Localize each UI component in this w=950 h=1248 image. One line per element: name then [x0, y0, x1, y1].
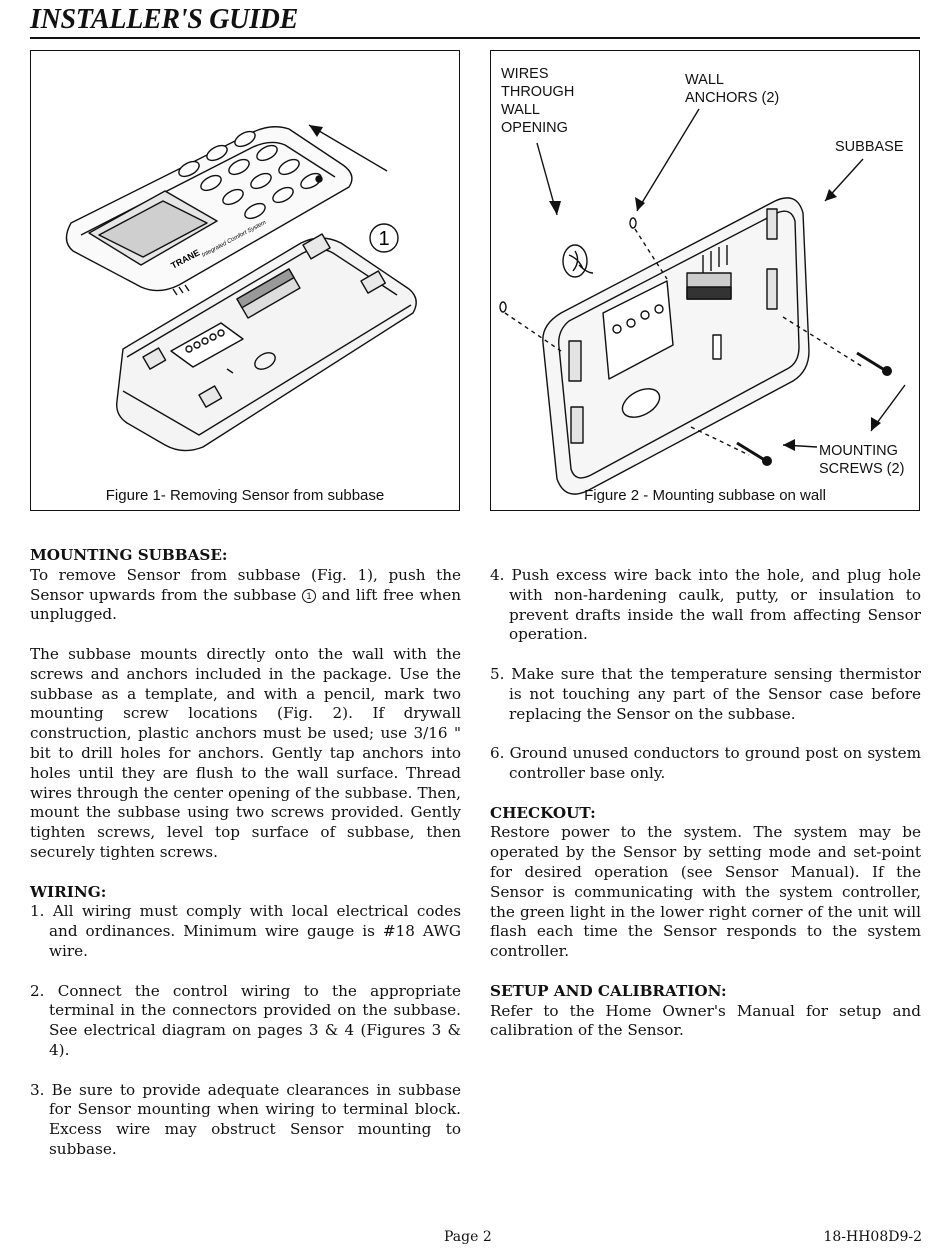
- wiring-item-2: 2. Connect the control wiring to the app…: [30, 981, 461, 1059]
- mounting-paragraph-1: To remove Sensor from subbase (Fig. 1), …: [30, 565, 462, 624]
- label-mounting-screws: MOUNTING SCREWS (2): [819, 443, 905, 477]
- page-number: Page 2: [444, 1229, 492, 1245]
- setup-text: Refer to the Home Owner's Manual for set…: [490, 1001, 921, 1040]
- sensor-removal-illustration: TRANE Integrated Comfort System 1: [65, 124, 417, 452]
- mounting-heading: MOUNTING SUBBASE:: [30, 546, 228, 564]
- title-rule: [30, 37, 920, 39]
- wiring-item-1: 1. All wiring must comply with local ele…: [30, 902, 461, 960]
- label-wires-through-wall: WIRES THROUGH WALL OPENING: [501, 66, 575, 136]
- wiring-item-3: 3. Be sure to provide adequate clearance…: [30, 1080, 461, 1158]
- label-wall-anchors: WALL ANCHORS (2): [685, 72, 780, 106]
- callout-number-1: 1: [378, 228, 389, 250]
- wiring-item-6: 6. Ground unused conductors to ground po…: [490, 744, 921, 782]
- mounting-paragraph-2: The subbase mounts directly onto the wal…: [30, 644, 461, 861]
- figure-1-caption: Figure 1- Removing Sensor from subbase: [105, 487, 385, 504]
- figure-2: WIRES THROUGH WALL OPENING WALL ANCHORS …: [490, 50, 920, 511]
- wiring-item-4: 4. Push excess wire back into the hole, …: [490, 566, 921, 644]
- page-title: INSTALLER'S GUIDE: [30, 4, 298, 35]
- subbase-mounting-illustration: [499, 108, 906, 495]
- wiring-heading: WIRING:: [30, 882, 107, 901]
- circled-number-1: 1: [302, 588, 317, 603]
- setup-heading: SETUP AND CALIBRATION:: [490, 981, 727, 1000]
- document-code: 18-HH08D9-2: [823, 1229, 922, 1245]
- figure-1: TRANE Integrated Comfort System 1 Figure…: [30, 50, 460, 511]
- checkout-heading: CHECKOUT:: [490, 803, 596, 822]
- wiring-item-5: 5. Make sure that the temperature sensin…: [490, 664, 921, 723]
- right-column: 4. Push excess wire back into the hole, …: [490, 566, 921, 1061]
- checkout-text: Restore power to the system. The system …: [490, 823, 921, 961]
- label-subbase: SUBBASE: [835, 139, 904, 155]
- figure-2-caption: Figure 2 - Mounting subbase on wall: [584, 487, 826, 504]
- left-column: MOUNTING SUBBASE: To remove Sensor from …: [30, 546, 461, 1180]
